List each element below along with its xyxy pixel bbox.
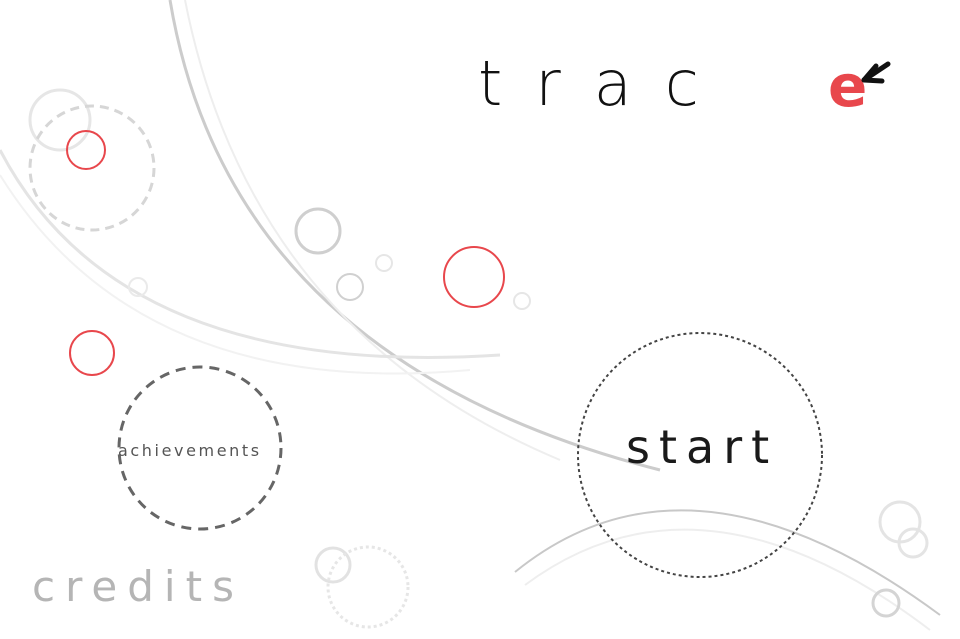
credits-button[interactable]: credits <box>32 562 244 611</box>
circle-red-small <box>66 130 106 170</box>
title-logo-letter: e <box>828 56 867 118</box>
achievements-label[interactable]: achievements <box>118 441 262 460</box>
circle-dashed-large <box>28 104 156 232</box>
circle-gray <box>294 207 342 255</box>
arc-left-shadow <box>0 174 471 375</box>
circle-gray-tiny <box>375 254 393 272</box>
game-title: trac <box>478 42 732 126</box>
start-ring <box>577 332 823 578</box>
circle-faint-bottom <box>314 546 352 584</box>
circle-faint <box>28 88 92 152</box>
circle-gray-right-2 <box>897 527 929 559</box>
arc-left <box>0 149 501 359</box>
arc-main-shadow <box>184 0 561 461</box>
title-text: trac <box>478 47 732 120</box>
arc-bottom-right <box>514 509 941 616</box>
circle-gray-tiny-2 <box>513 292 531 310</box>
start-label[interactable]: start <box>626 420 779 474</box>
red-dot-with-arrow-icon: e <box>828 56 891 118</box>
circle-red-left <box>69 330 115 376</box>
circle-red-medium <box>443 246 505 308</box>
circle-dotted-bottom <box>326 545 410 629</box>
achievements-ring <box>117 365 283 531</box>
arc-main <box>168 0 661 472</box>
circle-gray-tiny-3 <box>128 277 148 297</box>
arrow-head <box>861 63 885 84</box>
circle-gray-right-3 <box>871 588 901 618</box>
arc-bottom-right-shadow <box>524 528 931 631</box>
circle-gray-small <box>336 273 364 301</box>
